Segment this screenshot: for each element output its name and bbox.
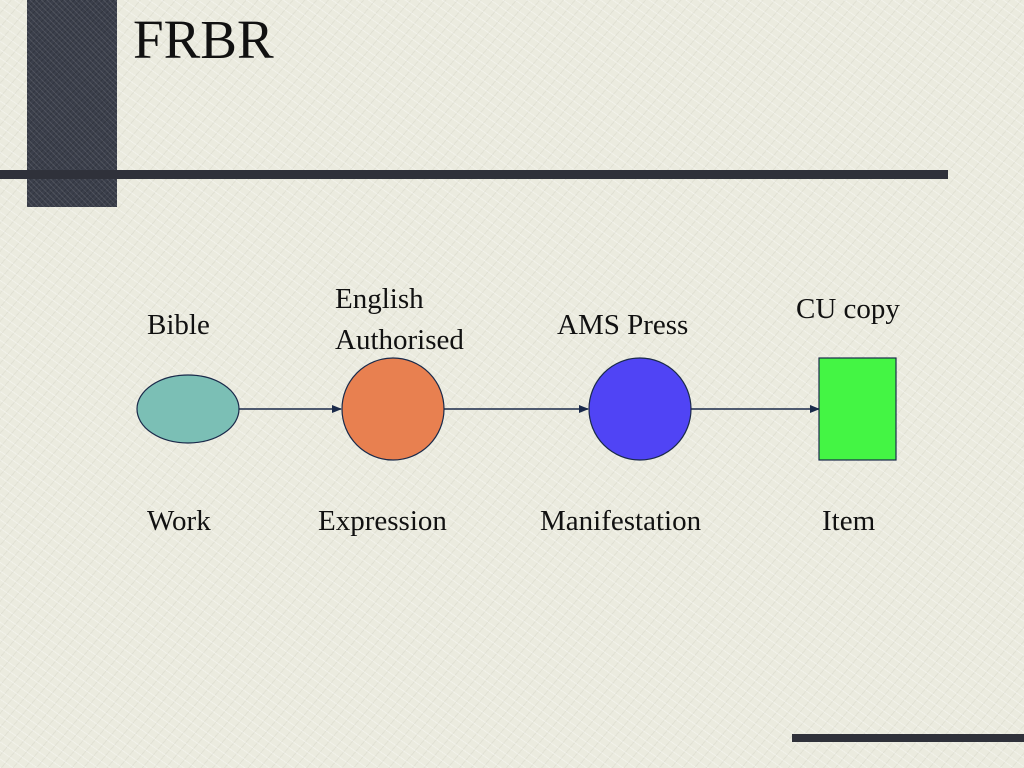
manifestation-circle bbox=[588, 357, 692, 461]
work-type-label: Work bbox=[147, 505, 211, 537]
item-rectangle bbox=[818, 357, 897, 461]
expression-instance-label-line1: English bbox=[335, 283, 424, 315]
title-underline-rule bbox=[0, 170, 948, 179]
footer-rule bbox=[792, 734, 1024, 742]
work-ellipse bbox=[136, 374, 240, 444]
item-type-label: Item bbox=[822, 505, 876, 537]
manifestation-type-label: Manifestation bbox=[540, 505, 702, 537]
slide-title: FRBR bbox=[133, 9, 274, 70]
manifestation-instance-label: AMS Press bbox=[557, 309, 689, 341]
expression-instance-label-line2: Authorised bbox=[335, 324, 464, 356]
expression-type-label: Expression bbox=[318, 505, 447, 537]
work-instance-label: Bible bbox=[147, 309, 210, 341]
expression-circle bbox=[341, 357, 445, 461]
item-instance-label: CU copy bbox=[796, 293, 900, 325]
